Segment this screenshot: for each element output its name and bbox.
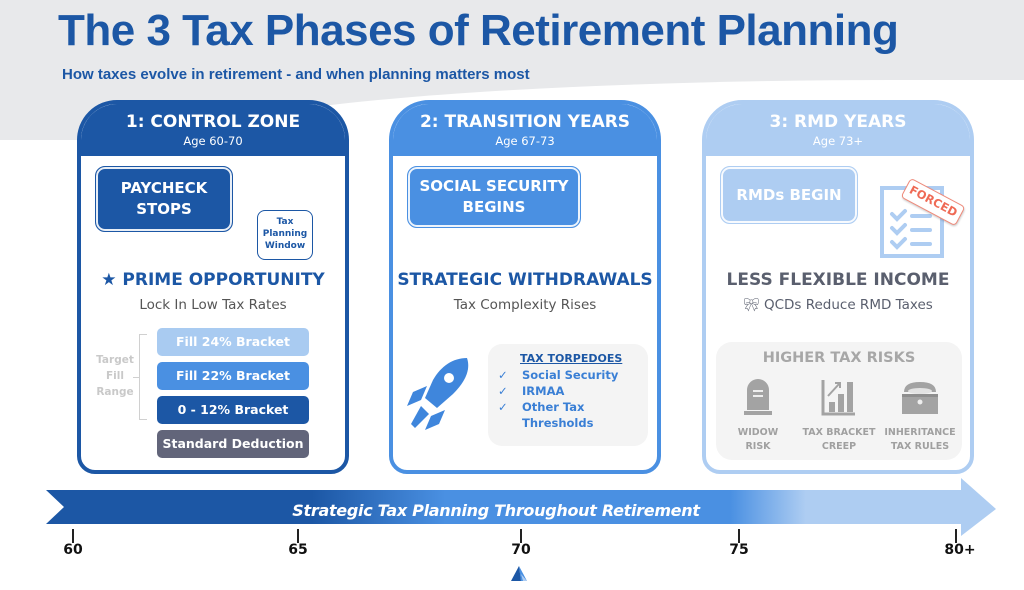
event-line: STOPS (136, 200, 192, 218)
event-box-paycheck-stops: PAYCHECK STOPS (95, 166, 233, 232)
bracket-stack: Fill 24% Bracket Fill 22% Bracket 0 - 12… (157, 328, 309, 464)
event-box-rmds-begin: RMDs BEGIN (720, 166, 858, 224)
risks-title: HIGHER TAX RISKS (762, 350, 916, 366)
bracket-22: Fill 22% Bracket (157, 362, 309, 390)
torpedo-item: ✓ IRMAA (498, 383, 648, 399)
event-line: PAYCHECK (120, 179, 208, 197)
standard-deduction: Standard Deduction (157, 430, 309, 458)
page-subtitle: How taxes evolve in retirement - and whe… (62, 66, 530, 83)
target-fill-range-label: Target Fill Range (95, 352, 135, 400)
risk-widow: WIDOW RISK (718, 378, 798, 454)
rocket-icon (407, 358, 469, 430)
phase-title: 1: CONTROL ZONE (125, 112, 301, 132)
check-icon: ✓ (498, 400, 508, 414)
fill-range-tick (133, 377, 139, 378)
torpedo-label: IRMAA (522, 384, 565, 398)
phase-headline: STRATEGIC WITHDRAWALS (397, 270, 653, 290)
tick-label-65: 65 (288, 542, 308, 558)
fill-label-line: Fill (106, 370, 124, 382)
phase-header: 2: TRANSITION YEARS Age 67-73 (393, 104, 657, 156)
fill-label-line: Target (96, 354, 134, 366)
risk-inheritance: INHERITANCE TAX RULES (880, 378, 960, 454)
phase-age: Age 60-70 (183, 134, 243, 148)
torpedo-item: ✓ Social Security (498, 367, 648, 383)
phase-age: Age 67-73 (495, 134, 555, 148)
torpedo-label: Social Security (522, 368, 619, 382)
tick-label-70: 70 (511, 542, 531, 558)
badge-line: Tax (276, 217, 294, 227)
event-line: BEGINS (462, 198, 526, 216)
tick-label-60: 60 (63, 542, 83, 558)
phase-card-transition-years: 2: TRANSITION YEARS Age 67-73 SOCIAL SEC… (389, 100, 661, 474)
torpedo-item-continued: Thresholds (498, 415, 648, 431)
tick-75 (738, 529, 740, 543)
bracket-24: Fill 24% Bracket (157, 328, 309, 356)
tick-80 (955, 529, 957, 543)
risk-label: WIDOW (737, 427, 779, 438)
timeline-arrow (46, 478, 996, 536)
phase-headline: LESS FLEXIBLE INCOME (726, 270, 950, 290)
tick-65 (297, 529, 299, 543)
growth-chart-icon (821, 380, 855, 416)
tick-label-75: 75 (729, 542, 749, 558)
tick-60 (72, 529, 74, 543)
phase-card-rmd-years: 3: RMD YEARS Age 73+ RMDs BEGIN FORCED L… (702, 100, 974, 474)
spacer (498, 415, 522, 431)
risk-label: CREEP (821, 441, 857, 452)
badge-line: Planning (262, 229, 308, 239)
phase-headline: ★ PRIME OPPORTUNITY (101, 270, 325, 290)
fill-label-line: Range (96, 386, 134, 398)
treasure-chest-icon (902, 382, 938, 414)
checklist-icon (880, 186, 944, 258)
check-icon: ✓ (498, 384, 508, 398)
tick-label-80-plus: 80+ (944, 542, 976, 558)
page-title: The 3 Tax Phases of Retirement Planning (58, 6, 899, 55)
phase-subline: 🎀︎ QCDs Reduce RMD Taxes (706, 297, 970, 313)
phase-header: 1: CONTROL ZONE Age 60-70 (81, 104, 345, 156)
risk-label: TAX RULES (890, 441, 950, 452)
phase-subline: Tax Complexity Rises (453, 297, 597, 313)
torpedo-item: ✓ Other Tax (498, 399, 648, 415)
fill-range-brace (139, 334, 147, 420)
torpedo-label: Thresholds (522, 416, 594, 430)
bracket-0-12: 0 - 12% Bracket (157, 396, 309, 424)
tick-70 (520, 529, 522, 543)
tax-torpedoes-panel: TAX TORPEDOES ✓ Social Security ✓ IRMAA ✓ O… (488, 344, 648, 446)
event-line: RMDs BEGIN (736, 185, 842, 204)
phase-age: Age 73+ (812, 134, 864, 148)
phase-title: 3: RMD YEARS (769, 112, 907, 132)
torpedoes-title: TAX TORPEDOES (520, 352, 623, 365)
phase-subline: Lock In Low Tax Rates (139, 297, 287, 313)
subline-text: QCDs Reduce RMD Taxes (763, 297, 933, 313)
higher-tax-risks-panel: HIGHER TAX RISKS WIDOW RISK TAX BRACKET CR… (716, 342, 962, 460)
phase-title: 2: TRANSITION YEARS (419, 112, 631, 132)
risk-label: TAX BRACKET (802, 427, 876, 438)
badge-line: Window (264, 241, 306, 251)
risk-label: RISK (745, 441, 771, 452)
event-line: SOCIAL SECURITY (419, 177, 569, 195)
tombstone-icon (744, 379, 772, 415)
risk-bracket-creep: TAX BRACKET CREEP (799, 378, 879, 454)
gift-bow-icon: 🎀︎ (743, 298, 760, 313)
brand-logo-icon (511, 566, 527, 581)
torpedo-label: Other Tax (522, 400, 585, 414)
timeline-label: Strategic Tax Planning Throughout Retire… (292, 501, 700, 520)
phase-header: 3: RMD YEARS Age 73+ (706, 104, 970, 156)
check-icon: ✓ (498, 368, 508, 382)
tax-planning-window-badge: Tax Planning Window (257, 210, 313, 260)
event-box-social-security: SOCIAL SECURITY BEGINS (407, 166, 581, 228)
risk-label: INHERITANCE (884, 427, 956, 438)
